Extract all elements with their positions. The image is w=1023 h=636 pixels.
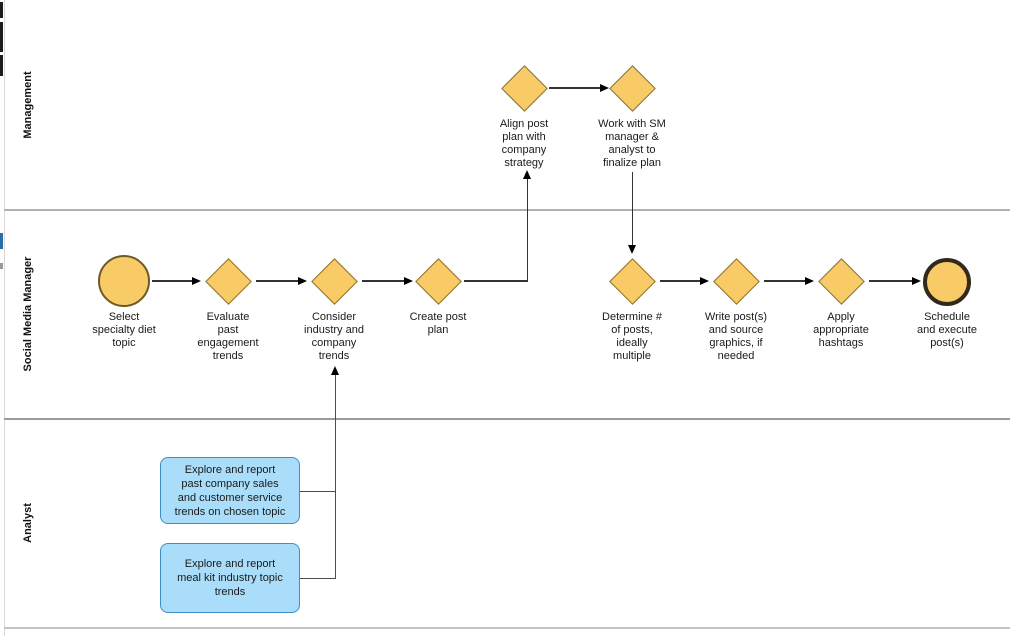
lane-label-management[interactable]: Management (22, 71, 34, 139)
label-evaluate-engagement[interactable]: Evaluate past engagement trends (197, 311, 259, 362)
arrowhead-align-to-work (600, 83, 609, 92)
elbow-sales-to-junction (300, 490, 336, 493)
flow-line-apply-to-schedule (869, 280, 913, 282)
flow-line-write-to-apply (764, 280, 806, 282)
lane-label-analyst[interactable]: Analyst (22, 503, 34, 543)
gateway-evaluate-engagement[interactable] (204, 257, 252, 305)
label-select-topic[interactable]: Select specialty diet topic (92, 311, 156, 349)
task-explore-industry-trends[interactable]: Explore and report meal kit industry top… (160, 543, 300, 613)
left-edge-panel-fragment-blue (0, 233, 3, 249)
flow-line-create-to-align-v (526, 179, 529, 282)
arrowhead-junction-to-consider (331, 366, 339, 375)
left-edge-panel-fragment (0, 22, 3, 52)
lane-divider-management-smm (4, 209, 1010, 211)
flow-line-evaluate-to-consider (256, 280, 299, 282)
arrowhead-evaluate-to-consider (298, 276, 307, 285)
left-edge-panel-fragment (0, 55, 3, 76)
flow-line-create-to-align-h (464, 280, 528, 282)
arrowhead-select-to-evaluate (192, 276, 201, 285)
arrowhead-apply-to-schedule (912, 276, 921, 285)
flow-line-align-to-work (549, 87, 600, 89)
gateway-work-with-sm-manager[interactable] (608, 64, 656, 112)
gateway-write-posts[interactable] (712, 257, 760, 305)
task-explore-company-sales[interactable]: Explore and report past company sales an… (160, 457, 300, 524)
elbow-industry-to-junction (300, 577, 336, 580)
swimlane-left-border (4, 0, 5, 636)
elbow-junction-to-consider (334, 375, 337, 579)
label-write-posts[interactable]: Write post(s) and source graphics, if ne… (704, 311, 768, 362)
end-event-schedule-posts[interactable] (923, 258, 971, 306)
left-edge-panel-fragment (0, 2, 3, 18)
flow-line-determine-to-write (660, 280, 701, 282)
gateway-apply-hashtags[interactable] (817, 257, 865, 305)
flow-line-work-to-determine (631, 172, 634, 246)
left-edge-panel-fragment (0, 263, 3, 269)
arrowhead-work-to-determine (627, 245, 636, 254)
label-align-post-plan[interactable]: Align post plan with company strategy (499, 118, 549, 169)
lane-divider-smm-analyst (4, 417, 1010, 420)
arrowhead-write-to-apply (805, 276, 814, 285)
label-determine-posts[interactable]: Determine # of posts, ideally multiple (602, 311, 662, 362)
label-schedule-posts[interactable]: Schedule and execute post(s) (917, 311, 977, 349)
label-work-with-sm-manager[interactable]: Work with SM manager & analyst to finali… (598, 118, 666, 169)
arrowhead-determine-to-write (700, 276, 709, 285)
gateway-create-post-plan[interactable] (414, 257, 462, 305)
label-create-post-plan[interactable]: Create post plan (409, 311, 467, 336)
gateway-align-post-plan[interactable] (500, 64, 548, 112)
lane-bottom-border (4, 627, 1010, 629)
flow-line-consider-to-create (362, 280, 405, 282)
lane-label-social-media-manager[interactable]: Social Media Manager (22, 256, 34, 372)
arrowhead-create-to-align (522, 170, 531, 179)
label-apply-hashtags[interactable]: Apply appropriate hashtags (813, 311, 869, 349)
label-consider-trends[interactable]: Consider industry and company trends (304, 311, 364, 362)
flow-line-select-to-evaluate (152, 280, 193, 282)
arrowhead-consider-to-create (404, 276, 413, 285)
gateway-determine-posts[interactable] (608, 257, 656, 305)
start-event-select-topic[interactable] (98, 255, 150, 307)
gateway-consider-trends[interactable] (310, 257, 358, 305)
